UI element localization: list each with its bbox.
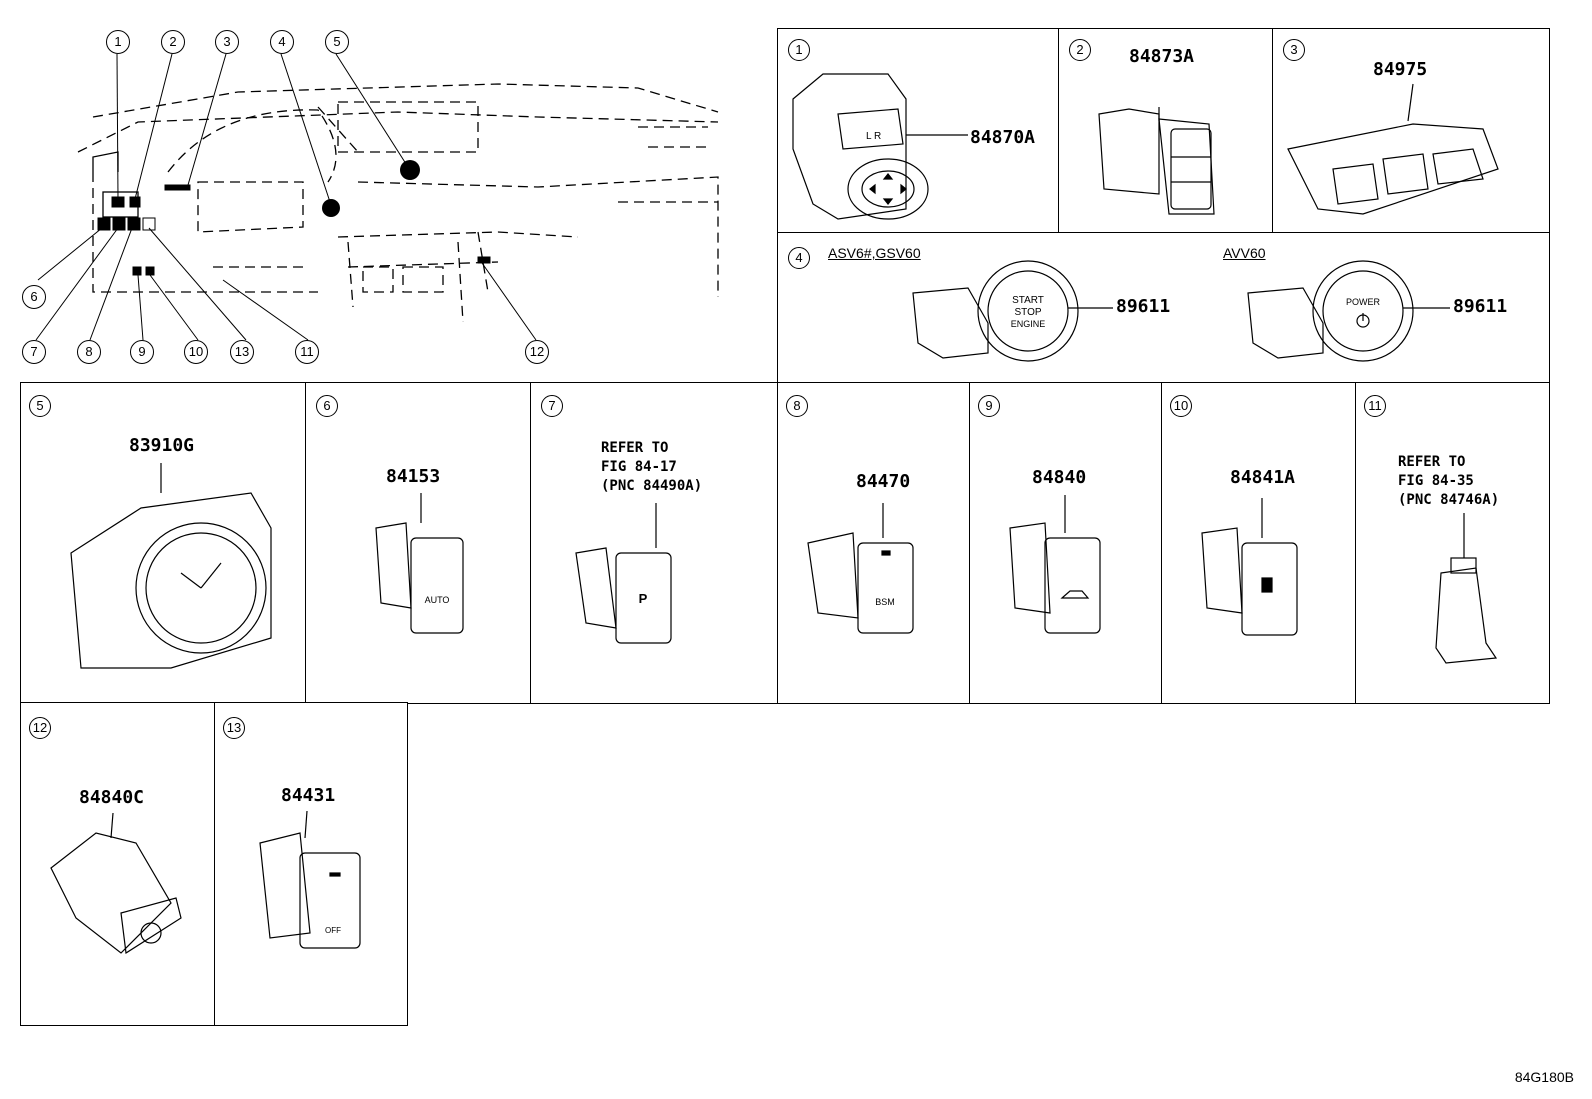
fuel-lid-switch-drawing xyxy=(1201,498,1298,636)
panel-number: 8 xyxy=(786,395,808,417)
reference-note: REFER TO FIG 84-35 (PNC 84746A) xyxy=(1398,454,1500,508)
panel-2: 2 84873A xyxy=(1058,28,1274,234)
figure-code: 84G180B xyxy=(1514,1069,1574,1085)
callout-5: 5 xyxy=(325,30,349,54)
part-number: 84153 xyxy=(386,466,441,487)
connector-drawing xyxy=(1435,513,1498,664)
stop-label: STOP xyxy=(1014,307,1041,318)
power-label: POWER xyxy=(1346,297,1381,307)
engine-label: ENGINE xyxy=(1011,319,1046,329)
reference-note: REFER TO FIG 84-17 (PNC 84490A) xyxy=(601,440,703,494)
panel-8: 8 84470 BSM xyxy=(777,382,971,704)
clock-drawing xyxy=(70,463,272,669)
memory-switch-drawing xyxy=(1287,83,1499,215)
callout-6: 6 xyxy=(22,285,46,309)
part-number-b: 89611 xyxy=(1453,296,1508,317)
panel-number: 13 xyxy=(223,717,245,739)
panel-number: 5 xyxy=(29,395,51,417)
panel-1: 1 84870A L R xyxy=(777,28,1060,234)
part-number: 84975 xyxy=(1373,59,1428,80)
callout-1: 1 xyxy=(106,30,130,54)
panel-11: 11 REFER TO FIG 84-35 (PNC 84746A) xyxy=(1355,382,1550,704)
panel-4: 4 ASV6#,GSV60 AVV60 89611 89611 START ST… xyxy=(777,232,1550,384)
callout-8: 8 xyxy=(77,340,101,364)
part-number: 83910G xyxy=(129,435,195,456)
callout-2: 2 xyxy=(161,30,185,54)
part-number: 84840 xyxy=(1032,467,1087,488)
callout-4: 4 xyxy=(270,30,294,54)
panel-number: 4 xyxy=(788,247,810,269)
panel-number: 11 xyxy=(1364,395,1386,417)
variant-label-a: ASV6#,GSV60 xyxy=(828,245,921,261)
callout-11: 11 xyxy=(295,340,319,364)
panel-number: 12 xyxy=(29,717,51,739)
panel-number: 9 xyxy=(978,395,1000,417)
switch-drawing xyxy=(1098,107,1215,215)
panel-5: 5 83910G xyxy=(20,382,307,704)
part-number: 84840C xyxy=(79,787,145,808)
panel-9: 9 84840 xyxy=(969,382,1163,704)
panel-13: 13 84431 OFF xyxy=(214,702,408,1026)
dashboard-drawing xyxy=(35,53,719,341)
headlamp-switch-drawing: AUTO xyxy=(375,493,464,634)
bsm-switch-drawing: BSM xyxy=(807,503,914,634)
panel-12: 12 84840C xyxy=(20,702,216,1026)
part-number: 84470 xyxy=(856,471,911,492)
panel-6: 6 84153 AUTO xyxy=(305,382,532,704)
panel-number: 3 xyxy=(1283,39,1305,61)
part-number: 84870A xyxy=(970,127,1036,148)
panel-number: 10 xyxy=(1170,395,1192,417)
part-number: 84431 xyxy=(281,785,336,806)
start-label: START xyxy=(1012,295,1044,306)
svg-text:L R: L R xyxy=(866,131,881,142)
parking-assist-switch-drawing: P xyxy=(575,503,672,644)
callout-3: 3 xyxy=(215,30,239,54)
dimmer-switch-drawing xyxy=(50,812,182,955)
callout-9: 9 xyxy=(130,340,154,364)
variant-label-b: AVV60 xyxy=(1223,245,1266,261)
panel-number: 1 xyxy=(788,39,810,61)
callout-13: 13 xyxy=(230,340,254,364)
part-number: 84873A xyxy=(1129,46,1195,67)
panel-10: 10 84841A xyxy=(1161,382,1357,704)
dashboard-overview: 1 2 3 4 5 6 7 8 9 10 13 11 12 xyxy=(18,22,758,377)
part-number: 84841A xyxy=(1230,467,1296,488)
mirror-switch-drawing: L R xyxy=(792,73,968,220)
part-number-a: 89611 xyxy=(1116,296,1171,317)
switch-icon-text: AUTO xyxy=(425,595,450,605)
panel-number: 6 xyxy=(316,395,338,417)
callout-12: 12 xyxy=(525,340,549,364)
switch-icon-text: P xyxy=(639,591,648,606)
trunk-switch-drawing xyxy=(1009,495,1101,634)
panel-number: 7 xyxy=(541,395,563,417)
panel-7: 7 REFER TO FIG 84-17 (PNC 84490A) P xyxy=(530,382,778,704)
panel-number: 2 xyxy=(1069,39,1091,61)
panel-3: 3 84975 xyxy=(1272,28,1550,234)
vsc-off-switch-drawing: OFF xyxy=(259,810,361,949)
callout-10: 10 xyxy=(184,340,208,364)
switch-icon-text: OFF xyxy=(325,926,341,935)
callout-7: 7 xyxy=(22,340,46,364)
switch-icon-text: BSM xyxy=(875,597,895,607)
start-button-drawing: START STOP ENGINE POWER xyxy=(912,260,1450,362)
